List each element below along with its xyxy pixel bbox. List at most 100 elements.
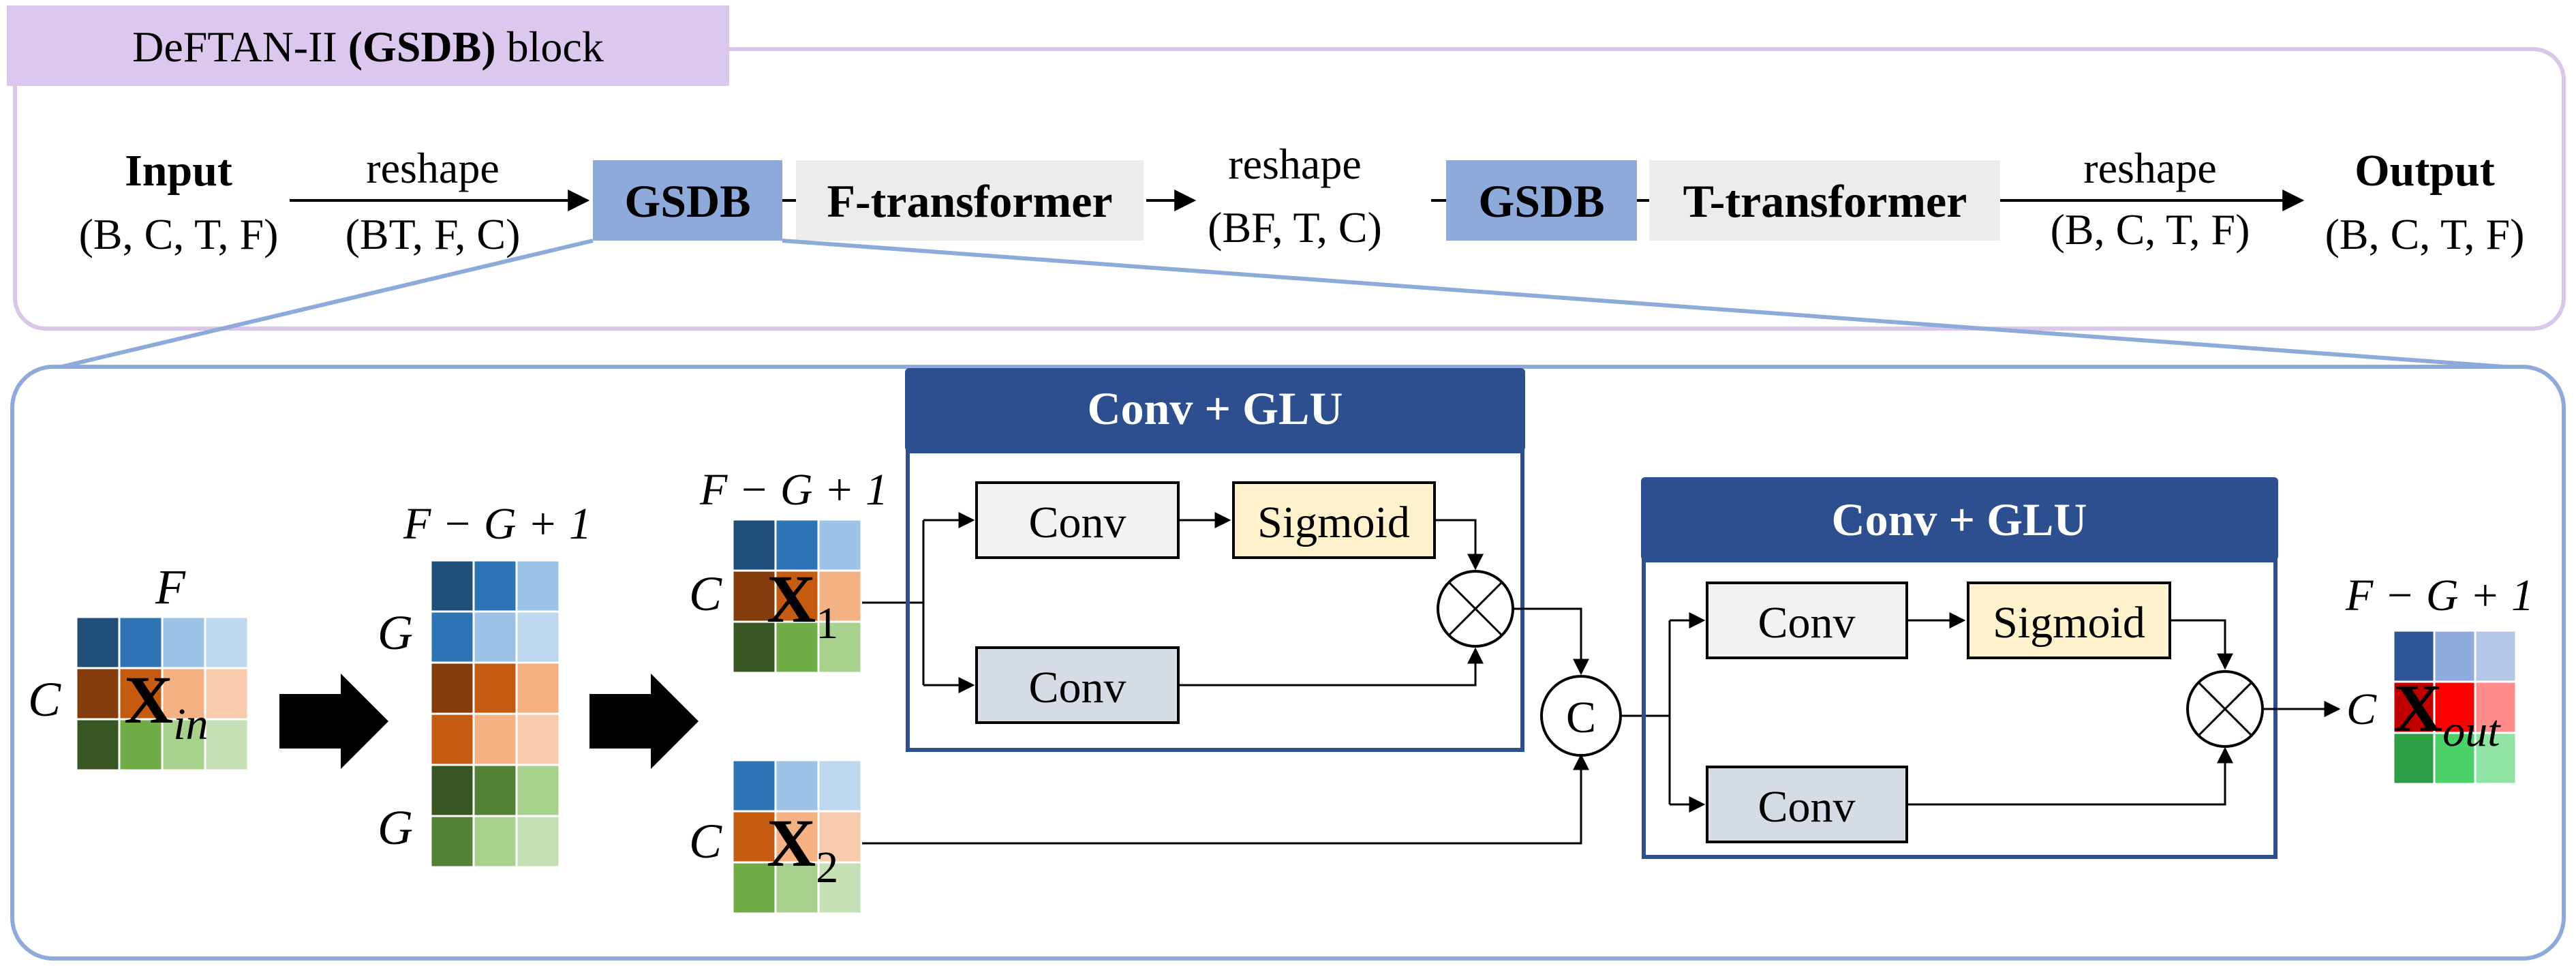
tensor-cell [731, 620, 777, 674]
tensor-cell [515, 610, 561, 664]
split-top-label: F − G + 1 [403, 499, 592, 549]
tensor-cell [161, 718, 206, 772]
gsdb-label-2: GSDB [1478, 175, 1604, 227]
tensor-cell [2433, 680, 2477, 734]
x1-symbol: X1 [767, 561, 838, 648]
input-dims: (B, C, T, F) [79, 210, 279, 258]
tensor-cell [204, 616, 249, 669]
gsdb-label-1: GSDB [624, 175, 750, 227]
glu1-header-label: Conv + GLU [1087, 382, 1343, 434]
t-transformer-label: T-transformer [1683, 175, 1967, 227]
reshape3-label: reshape [2083, 144, 2216, 192]
tensor-cell [429, 559, 475, 613]
glu1-sigmoid [1232, 481, 1436, 559]
tensor-cell [118, 616, 164, 669]
tensor-cell [515, 712, 561, 766]
x-out-top-label: F − G + 1 [2345, 571, 2534, 620]
glu2-conv-top-label: Conv [1758, 598, 1855, 648]
split-g2-label: G [378, 800, 413, 855]
x2-grid [731, 759, 863, 915]
reshape1-label: reshape [366, 144, 499, 192]
glu2-header [1641, 477, 2278, 560]
tensor-cell [774, 569, 820, 623]
glu1-multiply-icon [1437, 570, 1514, 648]
x-in-symbol: Xin [124, 662, 209, 749]
reshape3-dims: (B, C, T, F) [2051, 205, 2250, 254]
expand-arrow-2 [589, 674, 699, 769]
output-dims: (B, C, T, F) [2325, 210, 2525, 258]
block-title-tag [7, 5, 729, 86]
x-in-side-label: C [28, 672, 61, 727]
tensor-cell [731, 861, 777, 915]
tensor-cell [161, 616, 206, 669]
glu1-conv-top [975, 481, 1180, 559]
tensor-cell [429, 610, 475, 664]
tensor-cell [731, 759, 777, 813]
f-transformer-label: F-transformer [827, 175, 1112, 227]
tensor-cell [817, 861, 863, 915]
glu2-conv-to-mult [1907, 746, 2233, 806]
tensor-cell [2433, 731, 2477, 785]
tensor-cell [2474, 629, 2517, 683]
tensor-cell [472, 815, 518, 869]
glu1-sigmoid-to-mult [1435, 519, 1484, 571]
tensor-cell [204, 667, 249, 721]
block-outline [13, 47, 2566, 331]
reshape2-label: reshape [1228, 140, 1361, 188]
tensor-cell [472, 764, 518, 817]
tensor-cell [472, 610, 518, 664]
tensor-cell [2392, 629, 2436, 683]
glu2-conv-top [1706, 582, 1908, 659]
glu1-conv-bottom-label: Conv [1028, 663, 1126, 712]
input-label: Input [125, 146, 232, 196]
tensor-cell [515, 559, 561, 613]
tensor-cell [472, 661, 518, 715]
tensor-cell [2474, 731, 2517, 785]
tensor-cell [429, 815, 475, 869]
split-g1-label: G [378, 605, 413, 660]
tensor-cell [515, 661, 561, 715]
tensor-cell [515, 764, 561, 817]
tensor-cell [731, 518, 777, 572]
glu2-sigmoid-to-mult [2170, 619, 2233, 670]
block-title: DeFTAN-II (GSDB) block [132, 22, 604, 71]
glu1-conv-top-label: Conv [1028, 498, 1126, 547]
output-label: Output [2355, 146, 2494, 196]
tensor-cell [774, 861, 820, 915]
x1-grid [731, 518, 863, 674]
glu2-multiply-icon [2186, 670, 2264, 748]
x2-symbol: X2 [767, 805, 838, 892]
tensor-cell [817, 759, 863, 813]
zoom-line-right [782, 239, 2505, 369]
tensor-cell [2392, 680, 2436, 734]
t-transformer-box [1649, 160, 2000, 241]
tensor-cell [429, 764, 475, 817]
glu1-header [905, 368, 1525, 451]
tensor-cell [75, 718, 121, 772]
glu1-body [906, 449, 1524, 752]
split-grid [429, 559, 561, 869]
tensor-cell [774, 620, 820, 674]
tensor-cell [817, 810, 863, 864]
x1-side-label: C [689, 567, 722, 621]
tensor-cell [161, 667, 206, 721]
tensor-cell [817, 569, 863, 623]
tensor-cell [2392, 731, 2436, 785]
gsdb-box-1 [593, 160, 782, 241]
x1-top-label: F − G + 1 [699, 465, 888, 515]
reshape1-dims: (BT, F, C) [346, 210, 521, 258]
x-out-grid [2392, 629, 2517, 785]
f-transformer-box [796, 160, 1144, 241]
gsdb-box-2 [1446, 160, 1637, 241]
reshape2-dims: (BF, T, C) [1208, 203, 1382, 252]
concat-label: C [1566, 693, 1596, 742]
tensor-cell [817, 620, 863, 674]
glu2-sigmoid [1967, 582, 2171, 659]
glu1-to-concat [1513, 607, 1589, 676]
glu2-conv-bottom-label: Conv [1758, 782, 1855, 832]
x-in-top-label: F [155, 560, 186, 614]
tensor-cell [817, 518, 863, 572]
gsdb-detail-outline [10, 365, 2566, 961]
glu1-conv-to-mult [1178, 647, 1484, 686]
